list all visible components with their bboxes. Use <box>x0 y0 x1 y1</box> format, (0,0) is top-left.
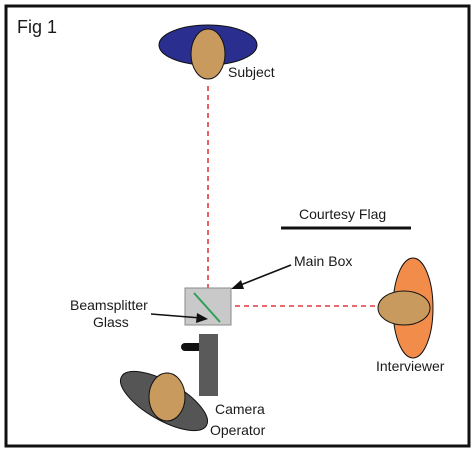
beamsplitter-arrow <box>150 313 202 319</box>
figure-frame <box>4 4 471 448</box>
interviewer-head <box>377 290 431 326</box>
camera-operator-label-line1: Camera <box>215 401 265 417</box>
camera-operator-figure <box>120 370 208 432</box>
subject-head <box>190 28 226 80</box>
subject-label: Subject <box>228 64 275 80</box>
beamsplitter-label-line2: Glass <box>93 314 129 330</box>
main-box-arrow <box>237 264 292 287</box>
figure-label: Fig 1 <box>17 17 57 37</box>
main-box-arrowhead <box>231 280 244 289</box>
camera-operator-label-line2: Operator <box>210 422 266 438</box>
beamsplitter-label-line1: Beamsplitter <box>70 297 148 313</box>
subject-figure <box>158 24 258 80</box>
operator-head <box>148 372 186 422</box>
main-box-label: Main Box <box>294 253 352 269</box>
main-box <box>184 287 232 326</box>
camera-body <box>199 334 218 396</box>
interviewer-figure <box>377 257 434 359</box>
courtesy-flag-label: Courtesy Flag <box>299 206 386 222</box>
beamsplitter-arrowhead <box>196 313 208 323</box>
camera <box>181 334 218 396</box>
main-box-body <box>184 287 232 326</box>
beamsplitter-glass <box>193 292 221 323</box>
interviewer-label: Interviewer <box>376 358 445 374</box>
